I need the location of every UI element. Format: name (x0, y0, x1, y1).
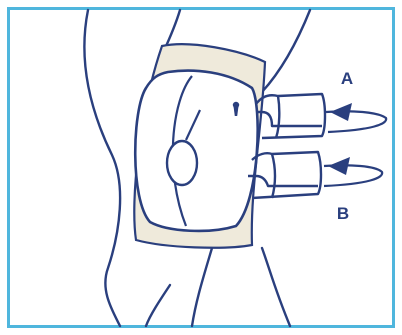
strap-a-front (256, 112, 322, 126)
arrow-left-icon (326, 103, 386, 132)
strap-a-fold (276, 96, 279, 138)
arrow-left-icon (324, 157, 382, 186)
leg-lower-left-contour (146, 285, 170, 326)
leg-right-contour (262, 10, 310, 92)
brace-panel (135, 71, 257, 231)
leg-lower-right-contour (262, 248, 290, 326)
leg-left-contour (84, 10, 120, 326)
strap-b-front (248, 176, 318, 186)
strap-a-label: A (341, 69, 353, 88)
patella-opening (167, 141, 197, 185)
strap-a-back (256, 94, 325, 138)
strap-b-back (252, 152, 321, 198)
leg-lower-mid-contour (192, 248, 212, 326)
strap-b-fold (272, 154, 275, 198)
strap-b-label: B (337, 204, 349, 223)
